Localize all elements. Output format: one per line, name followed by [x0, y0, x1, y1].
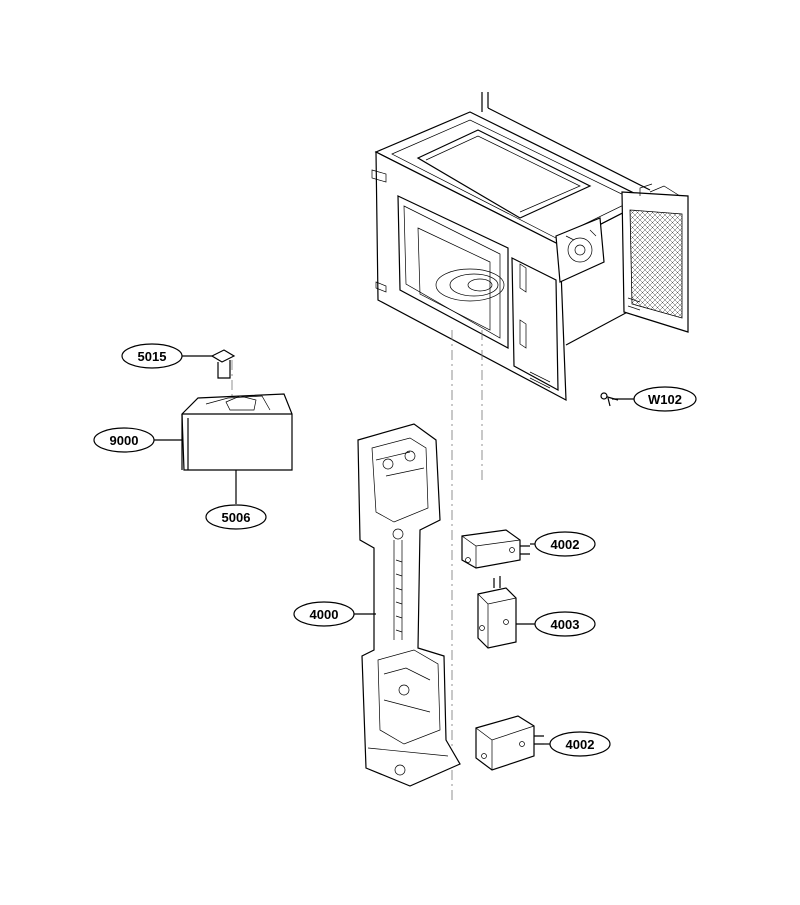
callout-9000: 9000 [93, 427, 155, 453]
callout-label: 4002 [566, 737, 595, 752]
screw [600, 392, 619, 407]
callout-4002-upper: 4002 [534, 531, 596, 557]
control-box [181, 349, 293, 471]
alignment-lines [231, 330, 483, 800]
microwave-cavity [371, 92, 689, 402]
callout-5015: 5015 [121, 343, 183, 369]
callout-label: 4000 [310, 607, 339, 622]
callout-label: 4002 [551, 537, 580, 552]
leader-lines [154, 355, 634, 745]
callout-label: 5015 [138, 349, 167, 364]
callout-label: 5006 [222, 510, 251, 525]
callout-w102: W102 [633, 386, 697, 412]
callout-label: 9000 [110, 433, 139, 448]
callout-5006: 5006 [205, 504, 267, 530]
callout-4003: 4003 [534, 611, 596, 637]
interlock-switch-lower [475, 715, 544, 771]
callout-label: W102 [648, 392, 682, 407]
callout-label: 4003 [551, 617, 580, 632]
interlock-switch-upper [461, 529, 530, 569]
callout-4000: 4000 [293, 601, 355, 627]
callout-4002-lower: 4002 [549, 731, 611, 757]
door-latch-frame [357, 423, 461, 787]
interlock-switch-middle [477, 576, 517, 649]
